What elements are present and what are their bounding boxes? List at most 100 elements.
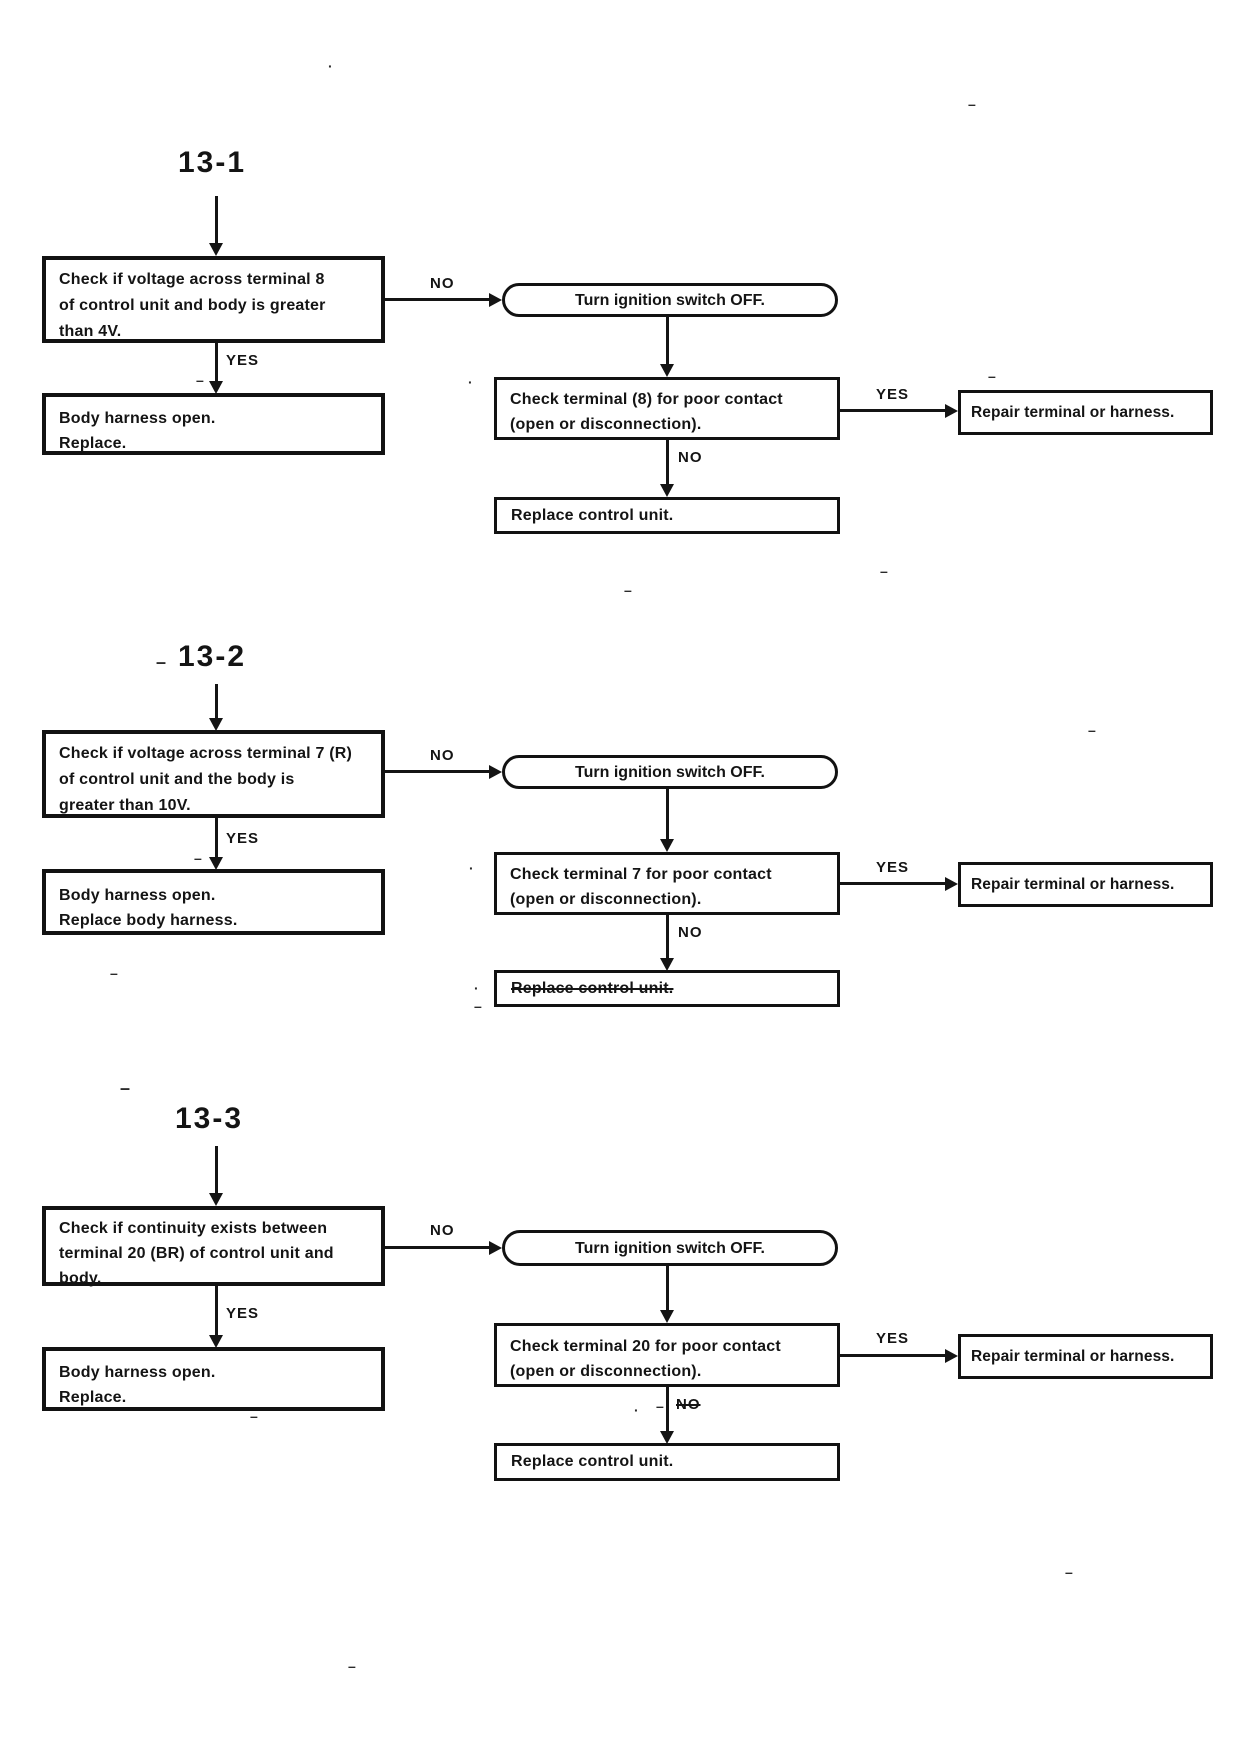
node-13-2-check: Check terminal 7 for poor contact (open …	[494, 852, 840, 915]
node-text: Replace.	[59, 435, 127, 452]
scan-mark: –	[348, 1658, 356, 1674]
connector-line	[385, 770, 491, 773]
yes-label: YES	[876, 859, 910, 876]
no-label: NO	[430, 747, 455, 764]
scan-mark: –	[656, 1398, 664, 1414]
connector-line	[215, 1286, 218, 1336]
yes-label: YES	[226, 830, 260, 847]
node-text: Body harness open.	[59, 887, 216, 904]
scan-mark: ·	[469, 860, 474, 876]
arrow-right-icon	[489, 1241, 502, 1255]
node-13-3-check: Check terminal 20 for poor contact (open…	[494, 1323, 840, 1387]
connector-line	[666, 1387, 669, 1433]
node-text: greater than 10V.	[59, 797, 191, 814]
node-text: Replace control unit.	[511, 980, 674, 997]
connector-line	[385, 298, 491, 301]
node-text: (open or disconnection).	[510, 891, 702, 908]
arrow-down-icon	[660, 839, 674, 852]
scan-mark: –	[250, 1408, 258, 1424]
scan-mark: –	[880, 563, 888, 579]
node-text: of control unit and the body is	[59, 771, 295, 788]
node-text: Replace.	[59, 1389, 127, 1406]
scan-mark: –	[1065, 1564, 1073, 1580]
node-13-3-start: Check if continuity exists between termi…	[42, 1206, 385, 1287]
arrow-down-icon	[209, 1335, 223, 1348]
no-label: NO	[678, 924, 703, 941]
node-13-1-check: Check terminal (8) for poor contact (ope…	[494, 377, 840, 440]
scan-mark: –	[156, 652, 167, 672]
node-text: Repair terminal or harness.	[971, 404, 1175, 421]
node-text: (open or disconnection).	[510, 1363, 702, 1380]
arrow-down-icon	[209, 718, 223, 731]
section-title-13-1: 13-1	[178, 146, 247, 179]
no-label: NO	[430, 1222, 455, 1239]
arrow-down-icon	[660, 958, 674, 971]
node-13-1-replace: Replace control unit.	[494, 497, 840, 534]
node-13-2-yes-result: Body harness open. Replace body harness.	[42, 869, 385, 935]
node-13-2-replace: Replace control unit.	[494, 970, 840, 1007]
arrow-down-icon	[660, 364, 674, 377]
connector-line	[215, 684, 218, 720]
scan-mark: –	[110, 965, 118, 981]
node-text: (open or disconnection).	[510, 416, 702, 433]
node-text: Check terminal 20 for poor contact	[510, 1338, 781, 1355]
connector-line	[840, 882, 946, 885]
node-text: Repair terminal or harness.	[971, 876, 1175, 893]
scan-mark: –	[988, 368, 996, 384]
node-13-1-repair: Repair terminal or harness.	[958, 390, 1213, 435]
no-label: NO	[430, 275, 455, 292]
scan-mark: –	[968, 96, 976, 112]
connector-line	[666, 915, 669, 960]
connector-line	[840, 409, 946, 412]
arrow-down-icon	[209, 1193, 223, 1206]
node-text: Body harness open.	[59, 1364, 216, 1381]
node-13-1-ignition: Turn ignition switch OFF.	[502, 283, 838, 317]
node-text: body.	[59, 1270, 102, 1287]
scan-mark: ·	[468, 374, 473, 390]
yes-label: YES	[226, 1305, 260, 1322]
node-13-2-repair: Repair terminal or harness.	[958, 862, 1213, 907]
node-text: than 4V.	[59, 323, 122, 340]
no-label: NO	[676, 1396, 701, 1413]
arrow-down-icon	[660, 1310, 674, 1323]
scan-mark: –	[194, 850, 202, 866]
scan-mark: –	[1088, 722, 1096, 738]
arrow-right-icon	[945, 1349, 958, 1363]
no-label: NO	[678, 449, 703, 466]
arrow-down-icon	[660, 1431, 674, 1444]
yes-label: YES	[226, 352, 260, 369]
scan-mark: –	[196, 372, 204, 388]
node-13-3-repair: Repair terminal or harness.	[958, 1334, 1213, 1379]
arrow-down-icon	[209, 243, 223, 256]
yes-label: YES	[876, 1330, 910, 1347]
connector-line	[666, 316, 669, 366]
node-13-3-replace: Replace control unit.	[494, 1443, 840, 1481]
connector-line	[215, 343, 218, 381]
arrow-down-icon	[660, 484, 674, 497]
node-text: Replace control unit.	[511, 507, 674, 524]
scan-mark: –	[120, 1078, 131, 1098]
node-text: Check terminal 7 for poor contact	[510, 866, 772, 883]
connector-line	[666, 440, 669, 485]
connector-line	[215, 1146, 218, 1194]
node-text: Body harness open.	[59, 410, 216, 427]
scan-mark: ·	[474, 980, 479, 996]
section-title-13-3: 13-3	[175, 1102, 244, 1135]
yes-label: YES	[876, 386, 910, 403]
scan-mark: –	[474, 998, 482, 1014]
scan-mark: ·	[634, 1402, 639, 1418]
node-text: Check if continuity exists between	[59, 1220, 328, 1237]
connector-line	[215, 196, 218, 244]
arrow-right-icon	[489, 765, 502, 779]
node-text: terminal 20 (BR) of control unit and	[59, 1245, 334, 1262]
node-text: Check if voltage across terminal 7 (R)	[59, 745, 353, 762]
connector-line	[215, 818, 218, 858]
scan-mark: ·	[328, 58, 333, 74]
node-text: of control unit and body is greater	[59, 297, 326, 314]
section-title-13-2: 13-2	[178, 640, 247, 673]
connector-line	[385, 1246, 491, 1249]
node-13-3-yes-result: Body harness open. Replace.	[42, 1347, 385, 1411]
node-13-1-start: Check if voltage across terminal 8 of co…	[42, 256, 385, 343]
scan-mark: –	[624, 582, 632, 598]
